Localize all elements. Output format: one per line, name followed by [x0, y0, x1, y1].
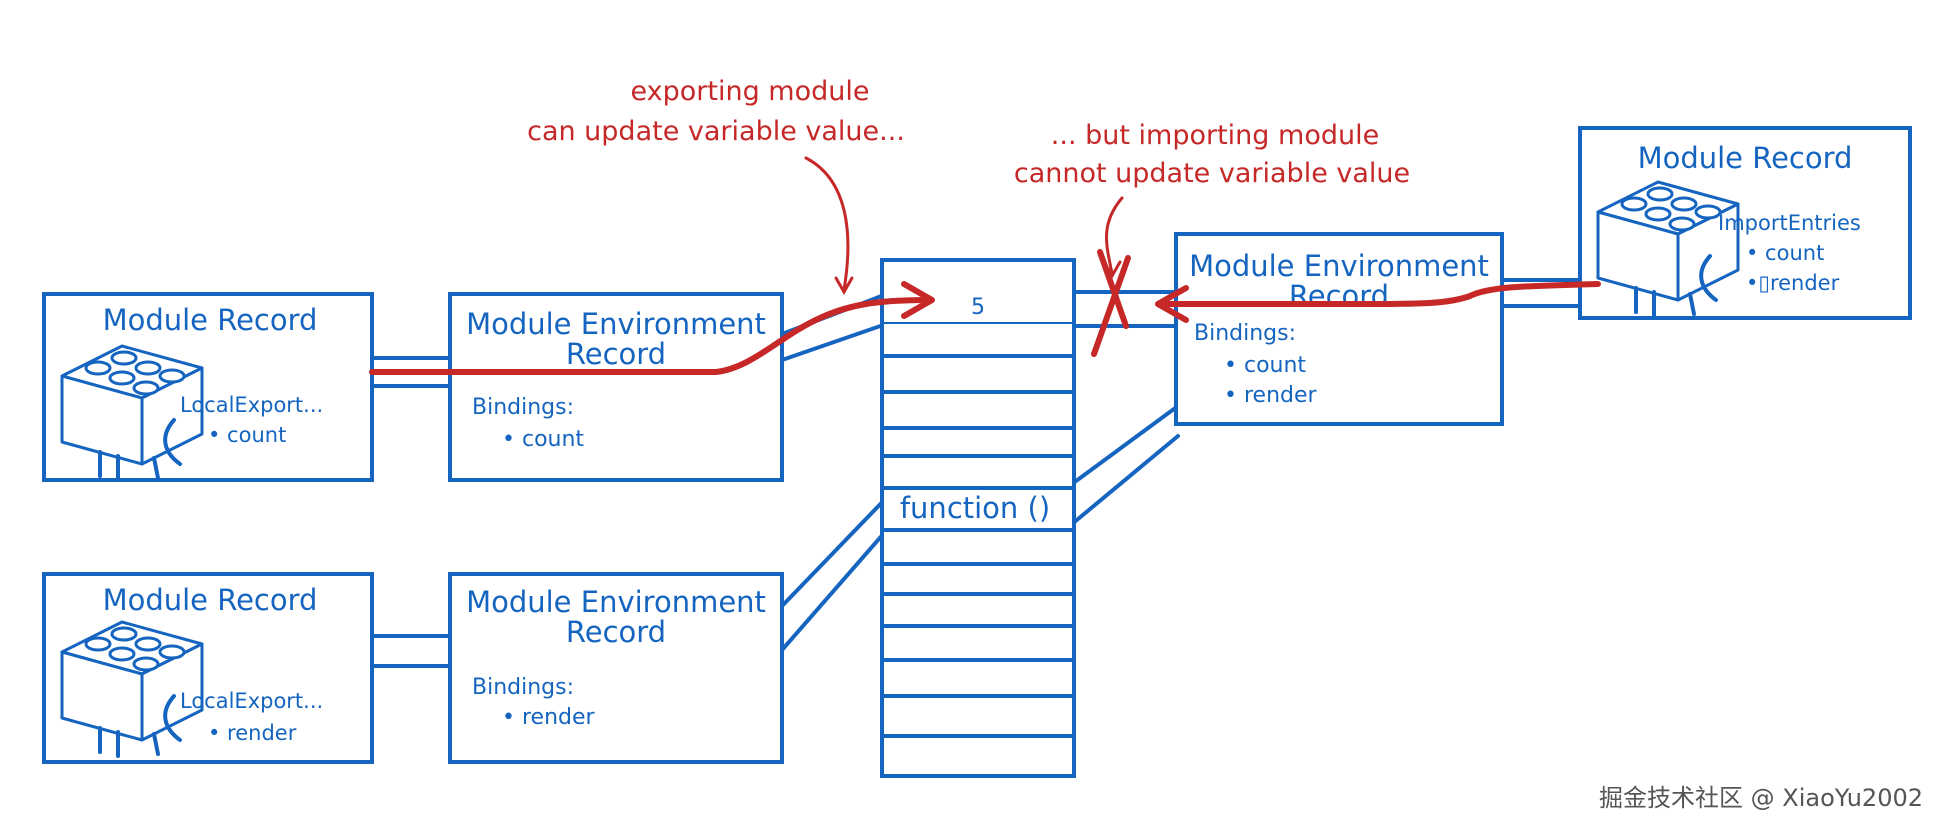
module-record-title: Module Record — [1638, 141, 1853, 175]
import-entry-item: • count — [1746, 241, 1824, 265]
importing-note-line1: ... but importing module — [1051, 120, 1379, 151]
env-record-title-line2: Record — [566, 615, 666, 649]
import-entries-label: ImportEntries — [1718, 211, 1861, 235]
binding-item: • count — [1224, 353, 1306, 378]
red-annotations: exporting module can update variable val… — [369, 76, 1601, 375]
module-record-render: Module Record LocalExport... • render — [42, 572, 374, 764]
importer-module-record: Module Record ImportEntries • count •▯re… — [1578, 126, 1912, 320]
binding-item: • count — [502, 427, 584, 452]
module-record-title: Module Record — [103, 583, 318, 617]
env-record-render: Module Environment Record Bindings: • re… — [448, 572, 784, 764]
exporting-note-line1: exporting module — [631, 76, 870, 107]
env-record-title-line2: Record — [566, 337, 666, 371]
env-record-title-line1: Module Environment — [1189, 249, 1489, 283]
import-note-pointer — [1102, 196, 1124, 280]
local-export-item: • render — [208, 721, 297, 745]
import-entry-item: •▯render — [1746, 271, 1840, 295]
memory-function-cell: function () — [900, 491, 1050, 525]
import-update-arrow — [1161, 281, 1601, 307]
module-record-title: Module Record — [103, 303, 318, 337]
export-update-arrow-head — [901, 281, 935, 319]
memory-value-cell: 5 — [971, 295, 985, 320]
import-update-arrow-head — [1155, 285, 1189, 323]
binding-item: • render — [502, 705, 596, 730]
watermark: 掘金技术社区 @ XiaoYu2002 — [1599, 784, 1923, 812]
binding-item: • render — [1224, 383, 1318, 408]
export-note-pointer — [804, 156, 854, 296]
env-record-title-line1: Module Environment — [466, 585, 766, 619]
env-record-title-line2: Record — [1289, 279, 1389, 313]
bindings-label: Bindings: — [472, 395, 574, 420]
importer-env-record: Module Environment Record Bindings: • co… — [1174, 232, 1504, 426]
exporting-note-line2: can update variable value... — [527, 116, 905, 147]
env-record-count: Module Environment Record Bindings: • co… — [448, 292, 784, 482]
module-record-count: Module Record LocalExport... • count — [42, 292, 374, 482]
local-export-label: LocalExport... — [180, 689, 323, 713]
local-export-label: LocalExport... — [180, 393, 323, 417]
local-export-item: • count — [208, 423, 286, 447]
importing-note-line2: cannot update variable value — [1014, 158, 1410, 189]
env-record-title-line1: Module Environment — [466, 307, 766, 341]
bindings-label: Bindings: — [472, 675, 574, 700]
memory-stack: 5 function () — [880, 258, 1076, 778]
bindings-label: Bindings: — [1194, 321, 1296, 346]
export-update-arrow — [369, 297, 931, 375]
